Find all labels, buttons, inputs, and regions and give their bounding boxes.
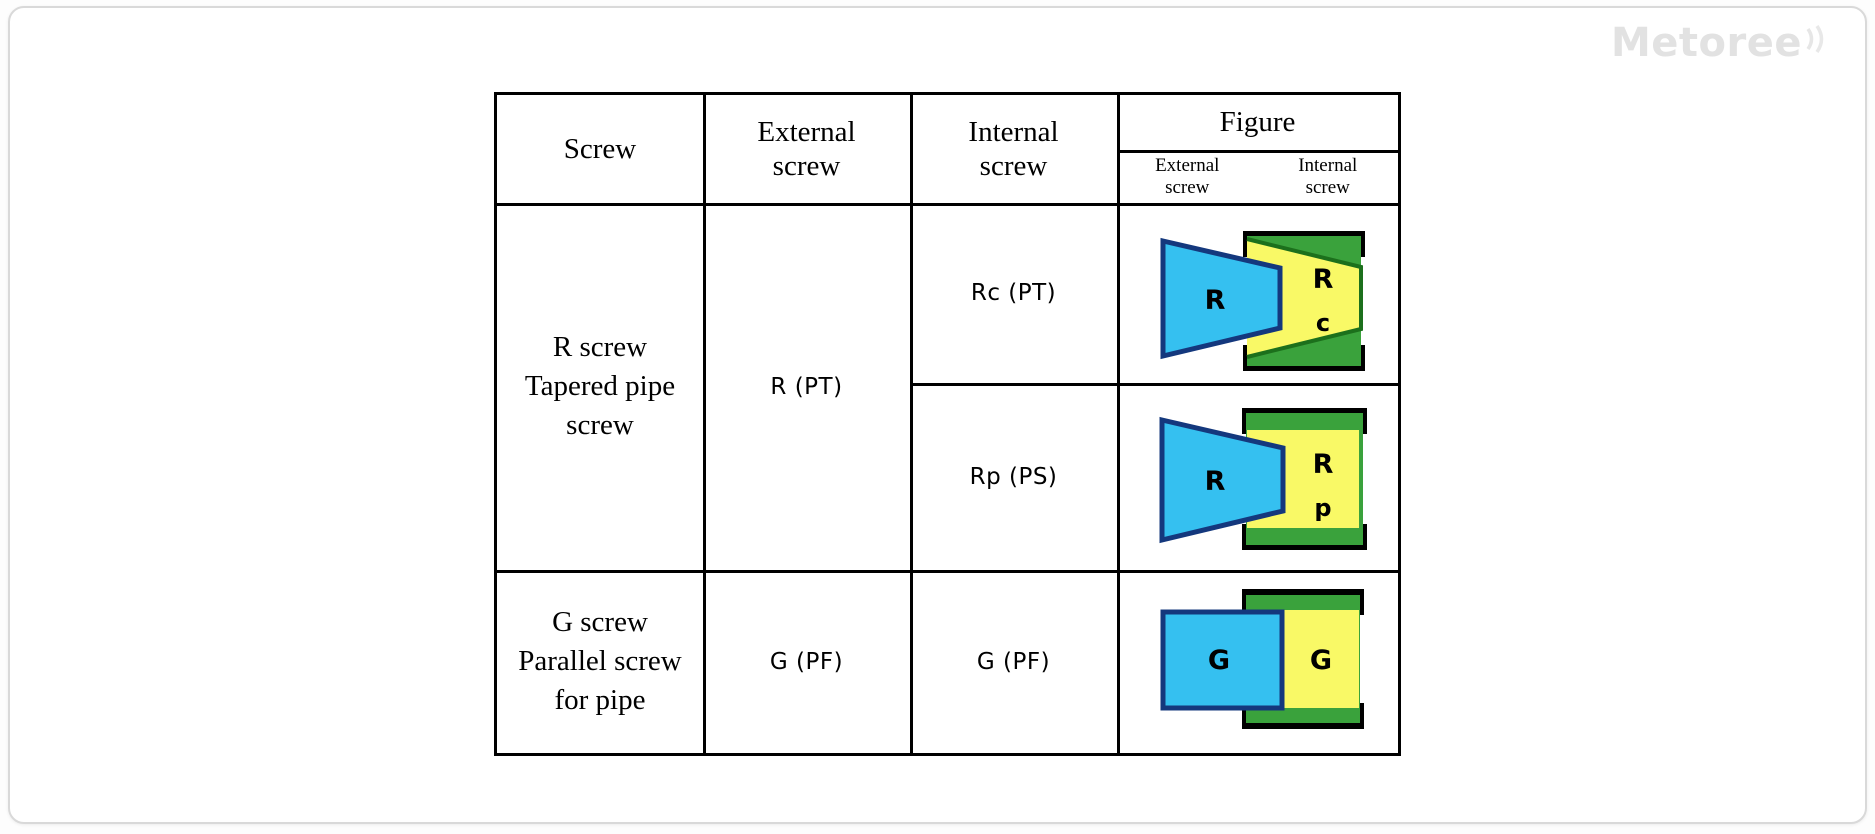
figure-rp-drawing: R R p <box>1159 408 1367 550</box>
cell-rp-internal-designation: Rp (PS) <box>969 463 1058 490</box>
label-external-r: R <box>1205 466 1226 497</box>
label-internal-c: c <box>1316 309 1330 337</box>
cell-g-external-designation: G (PF) <box>769 648 844 675</box>
table-vline-3 <box>1117 95 1120 753</box>
header-figure-sub-internal: Internal screw <box>1298 154 1358 198</box>
metoree-logo-text: Metoree <box>1610 20 1802 66</box>
figure-cell-g: G G <box>1117 570 1398 753</box>
table-hline-rc-rp <box>910 383 1398 386</box>
header-internal-screw: Internal screw <box>968 116 1059 182</box>
content-card: Metoree Screw External screw Internal sc… <box>8 6 1867 824</box>
table-hline-header <box>497 203 1398 206</box>
cell-r-external-designation: R (PT) <box>770 373 843 400</box>
internal-screw-frame <box>1242 589 1364 729</box>
metoree-watermark: Metoree <box>1611 20 1829 66</box>
label-external-g: G <box>1208 645 1230 676</box>
figure-cell-rc: R R c <box>1117 203 1398 383</box>
internal-screw-frame <box>1242 408 1367 550</box>
screw-comparison-table: Screw External screw Internal screw Figu… <box>494 92 1401 756</box>
figure-g-drawing: G G <box>1160 589 1364 729</box>
table-vline-2 <box>910 95 913 753</box>
metoree-logo-mark <box>1806 25 1824 53</box>
header-figure-subrow: External screw Internal screw <box>1117 150 1398 203</box>
label-internal-g: G <box>1310 645 1332 676</box>
figure-rc-drawing: R R c <box>1160 231 1365 371</box>
table-vline-1 <box>703 95 706 753</box>
cell-r-screw-name: R screw Tapered pipe screw <box>524 331 676 441</box>
header-figure: Figure <box>1219 106 1296 138</box>
label-internal-p: p <box>1314 494 1331 522</box>
header-external-screw: External screw <box>757 116 856 182</box>
external-screw-taper <box>1160 237 1283 360</box>
external-screw-parallel <box>1160 609 1285 711</box>
figure-cell-rp: R R p <box>1117 383 1398 570</box>
cell-g-internal-designation: G (PF) <box>976 648 1051 675</box>
table-hline-figure-sub <box>1117 150 1398 153</box>
label-external-r: R <box>1205 285 1226 316</box>
cell-rc-internal-designation: Rc (PT) <box>970 280 1057 306</box>
cell-g-screw-name: G screw Parallel screw for pipe <box>518 606 682 716</box>
internal-screw-frame <box>1243 231 1365 371</box>
label-internal-r: R <box>1313 264 1334 295</box>
header-screw: Screw <box>563 132 637 165</box>
label-internal-r: R <box>1313 449 1334 480</box>
external-screw-taper <box>1159 416 1286 544</box>
table-hline-r-g <box>497 570 1398 573</box>
header-figure-sub-external: External screw <box>1155 154 1220 198</box>
